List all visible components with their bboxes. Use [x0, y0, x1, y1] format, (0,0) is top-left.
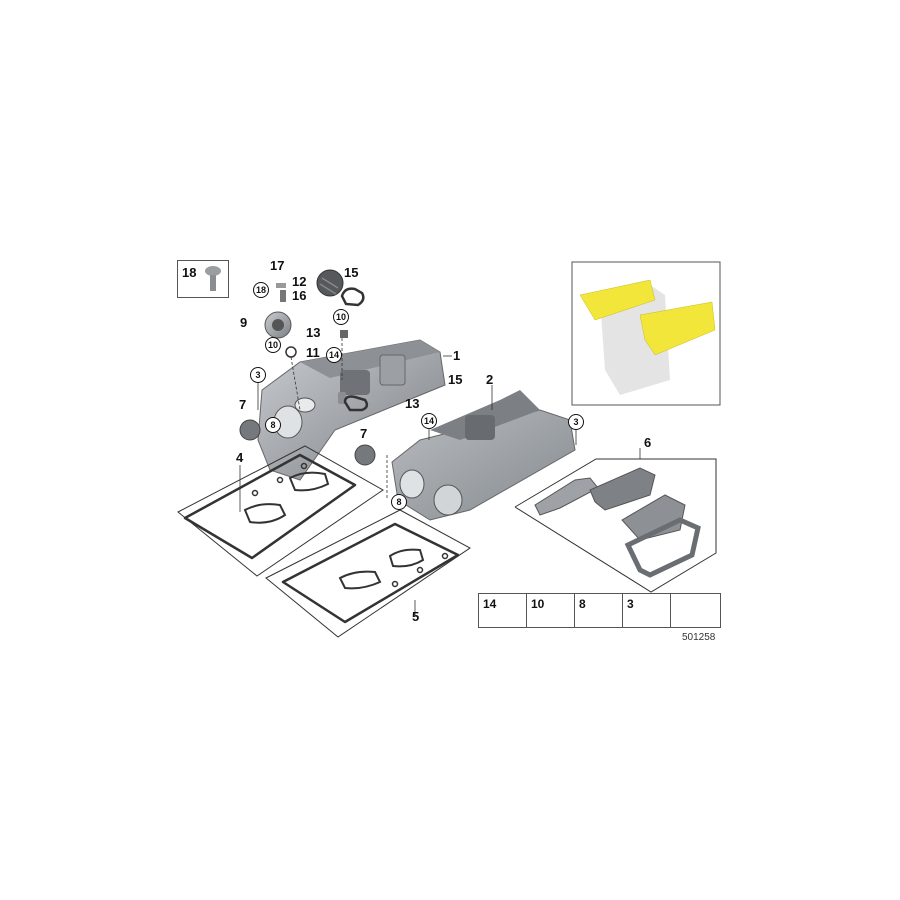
callout-16[interactable]: 16 — [292, 288, 307, 303]
callout-8[interactable]: 8 — [391, 494, 407, 510]
callout-6[interactable]: 6 — [644, 435, 652, 450]
callout-1[interactable]: 1 — [453, 348, 461, 363]
callout-17[interactable]: 17 — [270, 258, 285, 273]
callout-12[interactable]: 12 — [292, 274, 307, 289]
callout-3[interactable]: 3 — [568, 414, 584, 430]
callout-13[interactable]: 13 — [405, 396, 420, 411]
legend-item-direction-arrow — [671, 594, 722, 627]
engine-locator-inset — [571, 261, 721, 406]
cylinder-head-cover-right — [391, 390, 576, 521]
gasket-set-4 — [177, 445, 384, 577]
screw-icon — [205, 266, 221, 291]
callout-18-circle[interactable]: 18 — [253, 282, 269, 298]
callout-7[interactable]: 7 — [360, 426, 368, 441]
legend-item-clip[interactable]: 8 — [575, 594, 623, 627]
gasket-set-5 — [265, 509, 471, 638]
part-18-box[interactable]: 18 — [177, 260, 229, 298]
callout-8[interactable]: 8 — [265, 417, 281, 433]
callout-3[interactable]: 3 — [250, 367, 266, 383]
callout-15[interactable]: 15 — [344, 265, 359, 280]
callout-2[interactable]: 2 — [486, 372, 494, 387]
crankcase-vent-6 — [514, 458, 717, 593]
callout-4[interactable]: 4 — [236, 450, 244, 465]
callout-14[interactable]: 14 — [421, 413, 437, 429]
callout-15[interactable]: 15 — [448, 372, 463, 387]
callout-13[interactable]: 13 — [306, 325, 321, 340]
diagram-id-code: 501258 — [682, 632, 716, 643]
callout-14[interactable]: 14 — [326, 347, 342, 363]
small-parts-cluster — [239, 269, 641, 615]
callout-5[interactable]: 5 — [412, 609, 420, 624]
callout-10[interactable]: 10 — [333, 309, 349, 325]
callout-7[interactable]: 7 — [239, 397, 247, 412]
legend-strip: 14 10 8 3 — [478, 593, 721, 628]
callout-10[interactable]: 10 — [265, 337, 281, 353]
callout-11[interactable]: 11 — [306, 345, 320, 360]
legend-item-o-ring[interactable]: 14 — [479, 594, 527, 627]
legend-item-bolt-long[interactable]: 3 — [623, 594, 671, 627]
callout-9[interactable]: 9 — [240, 315, 248, 330]
callout-18: 18 — [182, 265, 197, 280]
legend-item-bolt[interactable]: 10 — [527, 594, 575, 627]
